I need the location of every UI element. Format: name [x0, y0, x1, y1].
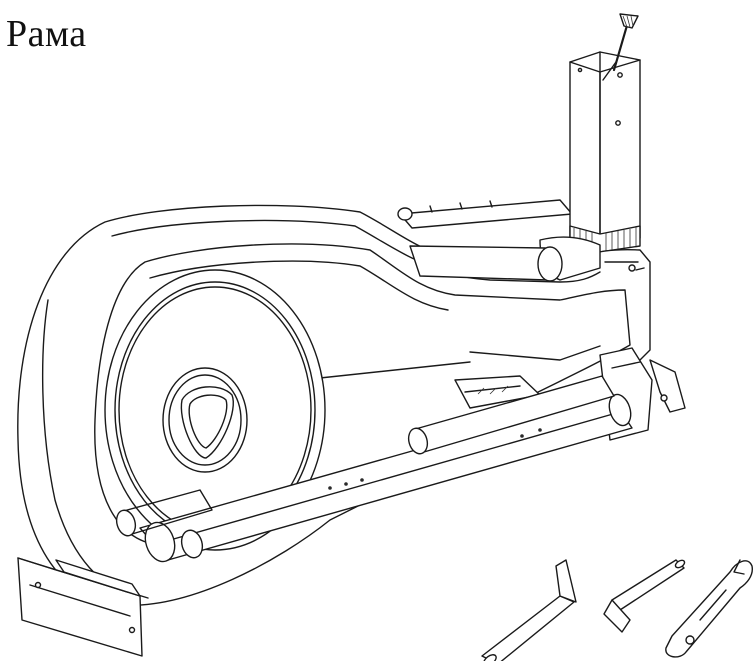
- screwdriver-icon: [602, 13, 639, 81]
- upright-post: [569, 51, 641, 253]
- wrench: [665, 559, 754, 658]
- allen-key-small: [603, 559, 686, 633]
- rear-crossbar: [397, 199, 573, 229]
- allen-key-large: [481, 559, 577, 661]
- page-title: Рама: [6, 13, 87, 55]
- rear-stabilizer: [17, 557, 149, 657]
- flywheel-disc: [104, 269, 326, 551]
- front-tube: [115, 375, 615, 559]
